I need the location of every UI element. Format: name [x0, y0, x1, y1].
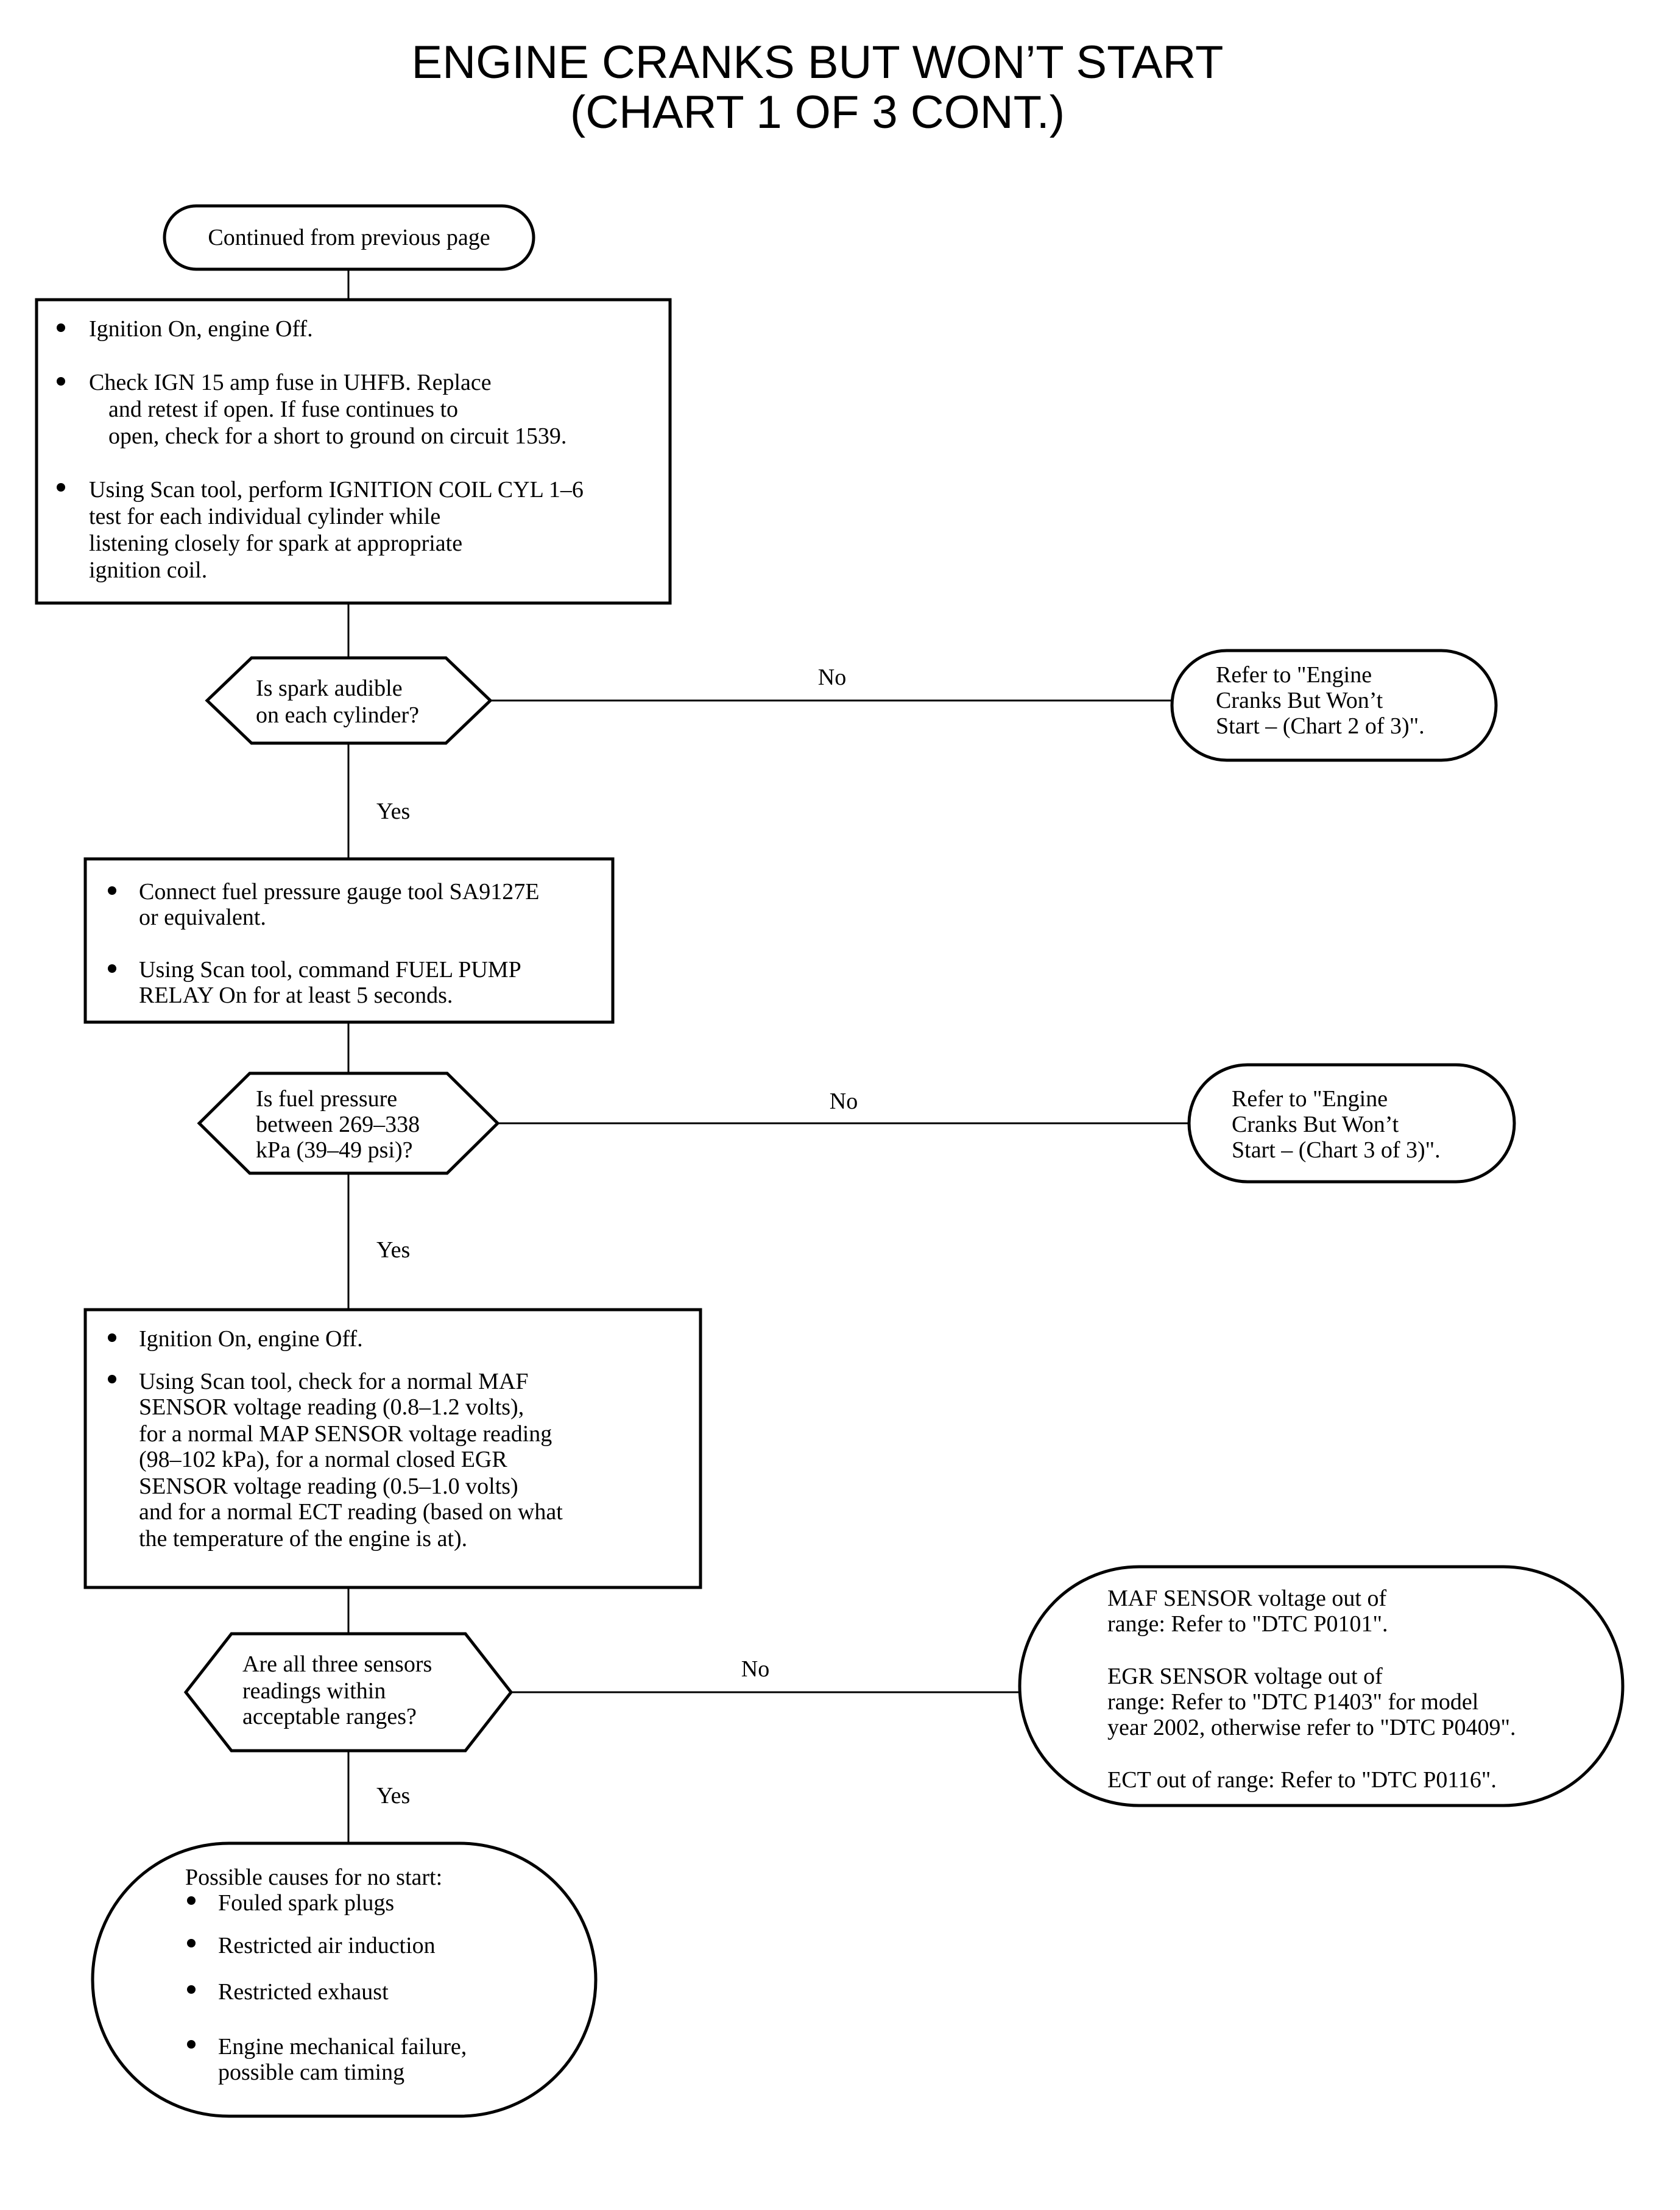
decision2-no-terminal: Refer to "Engine Cranks But Won’t Start … [1187, 1063, 1516, 1184]
decision1-line1: Is spark audible [256, 676, 403, 701]
step2-bullet2-line1: Using Scan tool, command FUEL PUMP [139, 957, 521, 983]
decision2: Is fuel pressure between 269–338 kPa (39… [197, 1071, 500, 1175]
page-title-line2: (CHART 1 OF 3 CONT.) [570, 86, 1065, 138]
decision2-no-terminal-line1: Refer to "Engine [1232, 1086, 1388, 1112]
decision1-line2: on each cylinder? [256, 702, 419, 728]
decision3-no-terminal-line1: MAF SENSOR voltage out of [1107, 1586, 1386, 1611]
step1-bullet3-line2: test for each individual cylinder while [89, 504, 440, 529]
bullet-icon [108, 1375, 116, 1383]
step3-bullet2-line2: SENSOR voltage reading (0.8–1.2 volts), [139, 1394, 524, 1420]
decision3-no-terminal-line3: EGR SENSOR voltage out of [1107, 1664, 1383, 1689]
bullet-icon [187, 1939, 196, 1947]
bullet-icon [108, 1333, 116, 1342]
decision3: Are all three sensors readings within ac… [183, 1632, 514, 1753]
decision1-no-terminal-line3: Start – (Chart 2 of 3)". [1216, 713, 1425, 739]
decision2-yes-label: Yes [376, 1237, 410, 1263]
step3-bullet1-line1: Ignition On, engine Off. [139, 1326, 363, 1352]
decision1-no-terminal-line2: Cranks But Won’t [1216, 688, 1383, 713]
bullet-icon [187, 2040, 196, 2049]
decision2-line2: between 269–338 [256, 1112, 420, 1137]
end-terminal-bullet4-line2: possible cam timing [218, 2060, 404, 2085]
page-title-line1: ENGINE CRANKS BUT WON’T START [412, 37, 1224, 88]
decision1-no-terminal: Refer to "Engine Cranks But Won’t Start … [1170, 649, 1498, 762]
step1-box: Ignition On, engine Off. Check IGN 15 am… [35, 298, 672, 605]
decision3-yes-label: Yes [376, 1783, 410, 1809]
bullet-icon [57, 323, 65, 332]
step1-bullet3-line3: listening closely for spark at appropria… [89, 531, 462, 556]
step2-bullet1-line1: Connect fuel pressure gauge tool SA9127E [139, 879, 539, 905]
decision3-no-terminal-line4: range: Refer to "DTC P1403" for model [1107, 1689, 1478, 1715]
bullet-icon [187, 1985, 196, 1994]
decision3-line1: Are all three sensors [242, 1651, 432, 1677]
end-terminal-bullet2: Restricted air induction [218, 1933, 436, 1958]
step3-bullet2-line7: the temperature of the engine is at). [139, 1526, 467, 1552]
decision3-no-terminal: MAF SENSOR voltage out of range: Refer t… [1018, 1565, 1625, 1807]
step1-bullet2-line3: open, check for a short to ground on cir… [108, 423, 566, 449]
step1-bullet2-line2: and retest if open. If fuse continues to [108, 397, 458, 422]
decision3-no-label: No [741, 1656, 769, 1682]
end-terminal-bullet4-line1: Engine mechanical failure, [218, 2034, 467, 2060]
decision3-no-terminal-line6: ECT out of range: Refer to "DTC P0116". [1107, 1767, 1497, 1793]
step1-bullet3-line1: Using Scan tool, perform IGNITION COIL C… [89, 477, 584, 503]
decision3-line2: readings within [242, 1678, 386, 1704]
decision1: Is spark audible on each cylinder? [205, 656, 493, 745]
step2-bullet1-line2: or equivalent. [139, 905, 266, 930]
step1-bullet3-line4: ignition coil. [89, 557, 207, 583]
start-terminal-text: Continued from previous page [208, 225, 490, 250]
decision1-no-terminal-line1: Refer to "Engine [1216, 662, 1372, 688]
bullet-icon [57, 483, 65, 492]
step3-bullet2-line1: Using Scan tool, check for a normal MAF [139, 1369, 529, 1394]
step1-bullet1-line1: Ignition On, engine Off. [89, 316, 313, 342]
end-terminal: Possible causes for no start: Fouled spa… [91, 1841, 598, 2118]
decision3-no-terminal-line5: year 2002, otherwise refer to "DTC P0409… [1107, 1715, 1516, 1740]
step3-box: Ignition On, engine Off. Using Scan tool… [83, 1308, 702, 1589]
step1-bullet2-line1: Check IGN 15 amp fuse in UHFB. Replace [89, 370, 492, 395]
decision2-no-label: No [830, 1089, 858, 1114]
end-terminal-heading: Possible causes for no start: [185, 1865, 442, 1890]
step3-bullet2-line4: (98–102 kPa), for a normal closed EGR [139, 1447, 507, 1472]
step3-bullet2-line6: and for a normal ECT reading (based on w… [139, 1499, 563, 1525]
bullet-icon [108, 886, 116, 895]
step2-box: Connect fuel pressure gauge tool SA9127E… [83, 857, 615, 1024]
decision2-no-terminal-line2: Cranks But Won’t [1232, 1112, 1399, 1137]
decision2-no-terminal-line3: Start – (Chart 3 of 3)". [1232, 1137, 1441, 1163]
start-terminal: Continued from previous page [163, 204, 535, 271]
decision3-no-terminal-line2: range: Refer to "DTC P0101". [1107, 1611, 1388, 1637]
decision2-line3: kPa (39–49 psi)? [256, 1137, 413, 1163]
bullet-icon [187, 1896, 196, 1905]
bullet-icon [57, 377, 65, 386]
decision2-line1: Is fuel pressure [256, 1086, 397, 1112]
end-terminal-bullet1: Fouled spark plugs [218, 1890, 394, 1916]
step2-bullet2-line2: RELAY On for at least 5 seconds. [139, 983, 453, 1008]
bullet-icon [108, 964, 116, 973]
end-terminal-bullet3: Restricted exhaust [218, 1979, 389, 2005]
decision1-yes-label: Yes [376, 799, 410, 824]
connectors [347, 269, 1189, 1843]
decision3-line3: acceptable ranges? [242, 1704, 417, 1729]
step3-bullet2-line3: for a normal MAP SENSOR voltage reading [139, 1421, 552, 1447]
decision1-no-label: No [818, 665, 846, 690]
step3-bullet2-line5: SENSOR voltage reading (0.5–1.0 volts) [139, 1474, 518, 1499]
